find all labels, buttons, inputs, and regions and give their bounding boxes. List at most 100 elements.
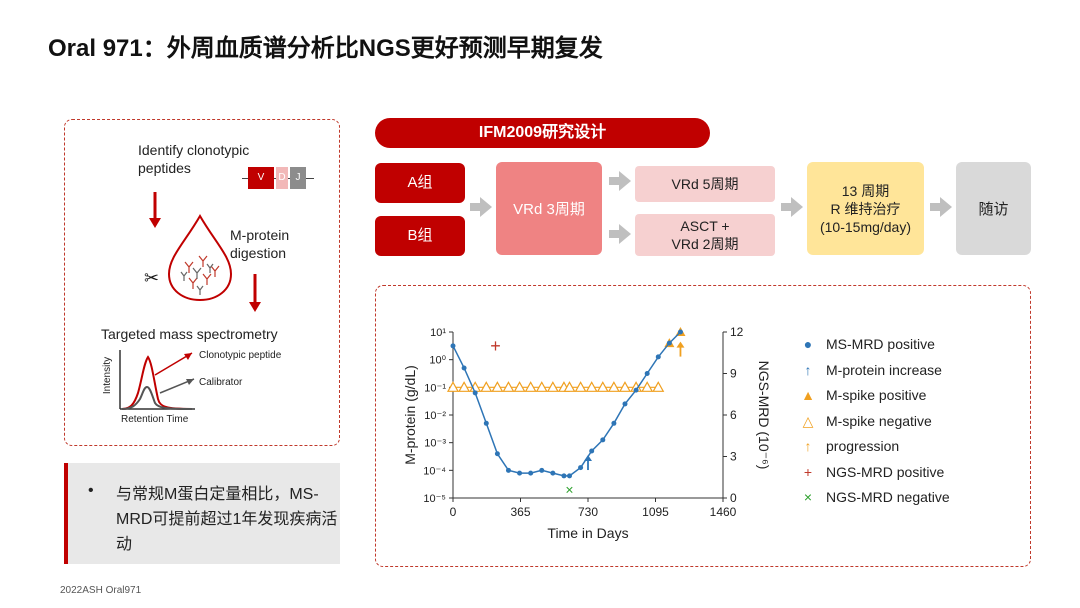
chromatogram-illustration xyxy=(119,350,195,410)
ms-mrd-point xyxy=(666,340,672,346)
maint-line1: 13 周期 xyxy=(841,182,890,199)
legend-label: MS-MRD positive xyxy=(826,336,935,352)
bullet-icon: • xyxy=(88,482,94,499)
ms-mrd-point xyxy=(494,451,500,457)
y-tick-label: 10⁻³ xyxy=(424,438,446,450)
legend-label: M-spike positive xyxy=(826,387,927,403)
legend-item: ×NGS-MRD negative xyxy=(804,488,950,506)
ms-mrd-point xyxy=(600,437,606,443)
calibrator-label: Calibrator xyxy=(199,377,243,388)
ms-mrd-point xyxy=(567,473,573,479)
legend-item: ● MS-MRD positive xyxy=(804,335,935,353)
y-tick-label: 10⁻⁴ xyxy=(423,465,446,477)
ms-mrd-point xyxy=(611,420,617,426)
y-tick-label: 10⁰ xyxy=(429,355,446,367)
progression-marker xyxy=(676,341,685,348)
x-tick-label: 1095 xyxy=(642,505,669,519)
ms-mrd-point xyxy=(483,420,489,426)
x-tick-label: 1460 xyxy=(710,505,737,519)
legend-symbol-icon: ▲ xyxy=(801,387,815,403)
m-spike-negative-point xyxy=(652,381,665,392)
ngs-negative-marker: × xyxy=(565,482,573,498)
flow-arrow-icon xyxy=(781,197,803,217)
legend-item: ↑ progression xyxy=(805,437,900,455)
m-spike-negative-point xyxy=(596,381,609,392)
maint-line3: (10-15mg/day) xyxy=(819,218,912,235)
m-spike-negative-point xyxy=(546,381,559,392)
ms-mrd-point xyxy=(644,371,650,376)
m-spike-negative-point xyxy=(563,381,576,392)
arm-b-box: ASCT + VRd 2周期 xyxy=(635,214,775,256)
y-axis-label: M-protein (g/dL) xyxy=(402,365,418,465)
flow-arrow-icon xyxy=(470,197,492,217)
maint-line2: R 维持治疗 xyxy=(830,200,901,217)
m-spike-negative-point xyxy=(607,381,620,392)
ms-mrd-point xyxy=(461,365,467,371)
ms-mrd-line xyxy=(452,331,681,477)
m-spike-negative-point xyxy=(491,381,504,392)
ms-mrd-point xyxy=(589,448,595,454)
m-spike-negative-point xyxy=(524,381,537,392)
arm-b-line1: ASCT + xyxy=(680,218,730,234)
y-tick-label: 10⁻⁵ xyxy=(423,493,446,505)
legend-symbol-icon: + xyxy=(803,463,813,480)
step-digestion: M-protein digestion xyxy=(230,227,290,261)
legend-symbol-icon: ↑ xyxy=(804,438,812,454)
y2-tick-label: 6 xyxy=(730,408,737,422)
ms-mrd-point xyxy=(450,343,456,349)
followup-box: 随访 xyxy=(956,162,1031,255)
ms-mrd-point xyxy=(505,467,511,473)
ms-mrd-point xyxy=(578,465,584,471)
ms-mrd-point xyxy=(539,467,545,473)
flow-arrow-icon xyxy=(609,224,631,244)
ms-mrd-point xyxy=(622,401,628,407)
maintenance-box: 13 周期 R 维持治疗 (10-15mg/day) xyxy=(807,162,924,255)
arm-b-line2: VRd 2周期 xyxy=(671,236,739,252)
ms-mrd-point xyxy=(517,470,523,476)
m-spike-negative-point xyxy=(535,381,548,392)
ngs-positive-marker: + xyxy=(490,336,501,356)
legend-symbol-icon: △ xyxy=(802,412,814,429)
y2-tick-label: 0 xyxy=(730,491,737,505)
m-spike-negative-point xyxy=(618,381,632,392)
flow-arrow-icon xyxy=(930,197,952,217)
legend-label: M-protein increase xyxy=(826,361,942,378)
intensity-axis-label: Intensity xyxy=(102,356,114,395)
ms-mrd-point xyxy=(550,470,556,476)
m-protein-drop-icon xyxy=(167,213,233,302)
y2-tick-label: 3 xyxy=(730,450,737,464)
x-tick-label: 730 xyxy=(578,505,598,519)
m-spike-negative-point xyxy=(585,381,598,392)
retention-time-label: Retention Time xyxy=(121,414,189,425)
step-mass-spec: Targeted mass spectrometry xyxy=(101,326,278,342)
induction-box: VRd 3周期 xyxy=(496,162,602,255)
ms-mrd-point xyxy=(561,473,567,479)
y2-tick-label: 9 xyxy=(730,367,737,381)
ms-workflow-panel xyxy=(64,119,340,446)
m-spike-negative-point xyxy=(513,381,526,392)
study-design-banner: IFM2009研究设计 xyxy=(375,118,710,148)
conclusion-text: 与常规M蛋白定量相比，MS-MRD可提前超过1年发现疾病活动 xyxy=(116,486,338,553)
x-axis-label: Time in Days xyxy=(547,525,628,541)
clonotypic-peptide-label: Clonotypic peptide xyxy=(199,350,282,361)
m-spike-negative-point xyxy=(480,381,493,392)
y2-tick-label: 12 xyxy=(730,325,744,339)
j-segment: J xyxy=(290,167,306,189)
x-tick-label: 0 xyxy=(450,505,457,519)
ms-mrd-point xyxy=(528,470,534,476)
v-segment: V xyxy=(248,167,274,189)
d-segment: D xyxy=(276,167,288,189)
legend-label: NGS-MRD positive xyxy=(826,463,945,480)
group-a-box: A组 xyxy=(375,163,465,203)
m-spike-negative-point xyxy=(458,381,471,392)
legend-symbol-icon: ● xyxy=(803,336,813,352)
y-tick-label: 10⁻¹ xyxy=(424,382,446,394)
ms-mrd-point xyxy=(472,390,478,396)
chart-panel xyxy=(375,285,1031,567)
step-identify-peptides: Identify clonotypic peptides xyxy=(138,142,250,176)
m-protein-increase-marker xyxy=(584,455,592,462)
legend-item: ↑M-protein increase xyxy=(805,361,942,379)
legend-item: ▲ M-spike positive xyxy=(801,386,927,404)
y-tick-label: 10⁻² xyxy=(424,410,446,422)
legend-label: progression xyxy=(826,438,900,454)
